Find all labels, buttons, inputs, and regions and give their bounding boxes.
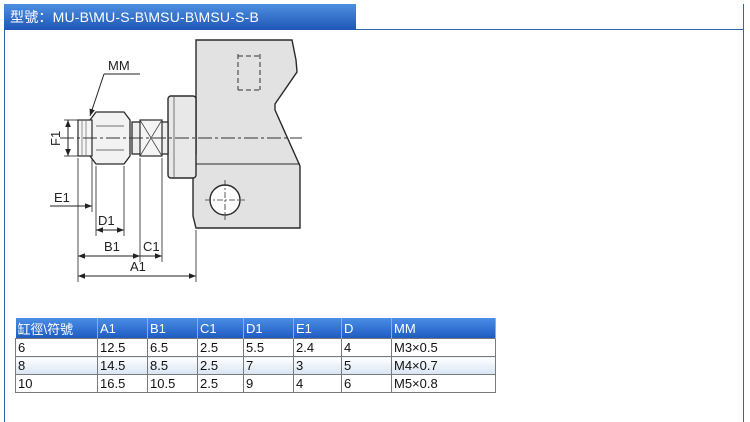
header-bore: 缸徑\符號 — [15, 318, 98, 339]
table-header-row: 缸徑\符號 A1 B1 C1 D1 E1 D MM — [15, 318, 496, 339]
cell: 6 — [15, 338, 98, 357]
header-c1: C1 — [197, 318, 244, 339]
hidden-port-lines — [237, 54, 261, 91]
table-row: 6 12.5 6.5 2.5 5.5 2.4 4 M3×0.5 — [15, 338, 496, 357]
cell: 4 — [293, 374, 342, 393]
table-row: 8 14.5 8.5 2.5 7 3 5 M4×0.7 — [15, 356, 496, 375]
cell: 6.5 — [147, 338, 198, 357]
title-underline — [356, 29, 744, 30]
cell: 14.5 — [97, 356, 148, 375]
rod-gland — [167, 95, 197, 179]
header-b1: B1 — [147, 318, 198, 339]
cell: 5.5 — [243, 338, 294, 357]
cell: 8.5 — [147, 356, 198, 375]
label-b1: B1 — [104, 239, 120, 254]
label-mm: MM — [108, 58, 130, 73]
cell: 2.5 — [197, 374, 244, 393]
table-row: 10 16.5 10.5 2.5 9 4 6 M5×0.8 — [15, 374, 496, 393]
panel-frame — [4, 4, 744, 422]
cell: M5×0.8 — [391, 374, 496, 393]
cell: 2.5 — [197, 338, 244, 357]
cell: 2.5 — [197, 356, 244, 375]
cell: 5 — [341, 356, 392, 375]
cell: 9 — [243, 374, 294, 393]
label-e1: E1 — [54, 190, 70, 205]
model-title: 型號：MU-B\MU-S-B\MSU-B\MSU-S-B — [4, 4, 356, 30]
mm-leader — [89, 73, 105, 117]
label-c1: C1 — [143, 239, 160, 254]
cell: 2.4 — [293, 338, 342, 357]
cell: 8 — [15, 356, 98, 375]
cell: 6 — [341, 374, 392, 393]
cell: 10 — [15, 374, 98, 393]
cell: M3×0.5 — [391, 338, 496, 357]
header-d1: D1 — [243, 318, 294, 339]
technical-drawing: MM F1 E1 D1 B1 C1 A1 — [48, 39, 302, 282]
cell: 10.5 — [147, 374, 198, 393]
header-d: D — [341, 318, 392, 339]
cell: 3 — [293, 356, 342, 375]
mounting-hole — [205, 180, 245, 220]
cell: M4×0.7 — [391, 356, 496, 375]
cell: 16.5 — [97, 374, 148, 393]
label-a1: A1 — [130, 259, 146, 274]
spec-table: 缸徑\符號 A1 B1 C1 D1 E1 D MM 6 12.5 6.5 2.5… — [15, 318, 496, 393]
label-d1: D1 — [98, 213, 115, 228]
label-f1: F1 — [48, 131, 63, 146]
extension-lines — [77, 158, 197, 282]
header-mm: MM — [391, 318, 496, 339]
cell: 12.5 — [97, 338, 148, 357]
cell: 7 — [243, 356, 294, 375]
header-e1: E1 — [293, 318, 342, 339]
cell: 4 — [341, 338, 392, 357]
header-a1: A1 — [97, 318, 148, 339]
